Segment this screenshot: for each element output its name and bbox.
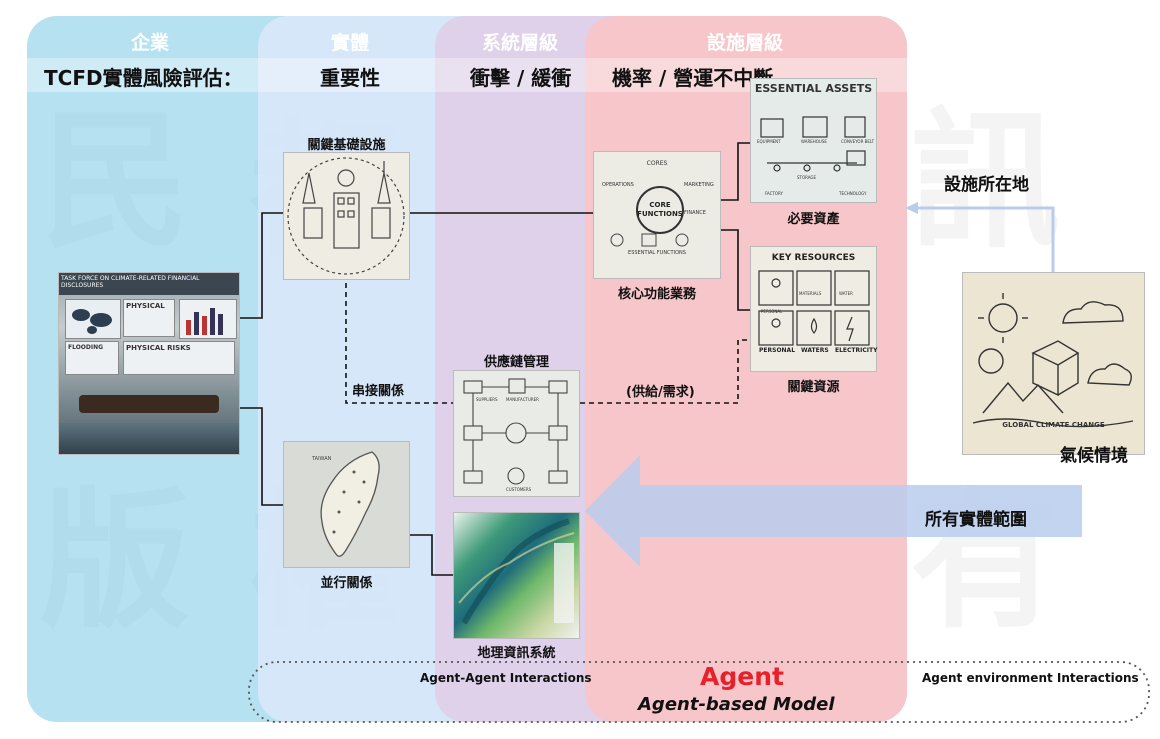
edge-supply-demand	[580, 339, 750, 404]
core-marketing-text: MARKETING	[684, 182, 714, 188]
assets-icons	[760, 116, 866, 172]
assets-factory-text: FACTORY	[765, 191, 783, 196]
column-entity: 實體	[330, 32, 369, 54]
essential-assets-label: 必要資產	[787, 212, 840, 227]
core-operations-text: OPERATIONS	[602, 182, 634, 188]
assets-conveyor-text: CONVEYOR BELT	[841, 139, 875, 144]
core-gear-icons	[610, 233, 689, 247]
enterprise-office-image: TASK FORCE ON CLIMATE-RELATED FINANCIAL …	[58, 272, 240, 455]
supply-chain-icon	[463, 378, 568, 485]
map-taiwan-text: TAIWAN	[312, 456, 332, 462]
agent-agent-label: Agent-Agent Interactions	[420, 671, 592, 685]
edge-enterprise-infra	[240, 212, 283, 319]
core-functions-label: 核心功能業務	[617, 287, 696, 302]
climate-global-text: GLOBAL CLIMATE CHANGE	[1002, 421, 1105, 429]
column-system: 系統層級	[481, 32, 558, 54]
assets-equipment-text: EQUIPMENT	[757, 139, 781, 144]
kr-materials-text: MATERIALS	[799, 291, 822, 296]
column-enterprise: 企業	[130, 32, 169, 54]
taiwan-shape	[320, 451, 380, 557]
kr-water-text: WATER	[839, 291, 853, 296]
core-essential-text: ESSENTIAL FUNCTIONS	[628, 250, 686, 256]
physical-risks-screen: PHYSICAL RISKS	[123, 341, 235, 375]
bar-chart-screen	[179, 299, 237, 339]
impact-heading: 衝擊 / 緩衝	[470, 66, 572, 90]
kr-icons	[758, 270, 870, 346]
climate-scenario-label: 氣候情境	[1060, 446, 1128, 466]
office-banner: TASK FORCE ON CLIMATE-RELATED FINANCIAL …	[59, 273, 239, 295]
taiwan-map-image: TAIWAN	[283, 441, 410, 568]
core-finance-text: FINANCE	[684, 210, 706, 216]
gis-image	[453, 512, 580, 639]
kr-title-text: KEY RESOURCES	[771, 253, 856, 263]
climate-image: GLOBAL CLIMATE CHANGE	[962, 272, 1145, 455]
edge-serial	[345, 283, 453, 404]
facility-location-label: 設施所在地	[944, 175, 1029, 195]
conference-table	[79, 395, 219, 413]
all-entities-arrow	[585, 455, 1082, 567]
core-functions-image: CORES CORE FUNCTIONS OPERATIONS MARKETIN…	[593, 151, 721, 279]
physical-screen: PHYSICAL	[123, 299, 175, 337]
key-resources-label: 關鍵資源	[787, 380, 840, 395]
assets-technology-text: TECHNOLOGY	[839, 191, 867, 196]
kr-waters-text: WATERS	[801, 347, 829, 354]
agent-model-label: Agent-based Model	[638, 694, 835, 715]
edge-map-gis	[410, 534, 453, 576]
assets-title-text: ESSENTIAL ASSETS	[754, 82, 873, 95]
assets-storage-text: STORAGE	[797, 175, 817, 180]
all-entities-label: 所有實體範圍	[925, 510, 1027, 530]
critical-infra-image	[283, 152, 410, 280]
supply-chain-label: 供應鏈管理	[483, 355, 549, 370]
infra-icon	[287, 157, 405, 275]
essential-assets-image: ESSENTIAL ASSETS EQUIPMENT WAREHOUSE CON…	[750, 78, 877, 203]
flooding-screen: FLOODING	[65, 341, 119, 375]
edge-core-assets	[721, 142, 750, 201]
kr-electricity-text: ELECTRICITY	[835, 347, 878, 354]
agent-environment-label: Agent environment Interactions	[922, 671, 1139, 685]
world-map-screen	[65, 299, 121, 339]
critical-infra-label: 關鍵基礎設施	[307, 138, 386, 153]
column-facility: 設施層級	[706, 32, 783, 54]
gis-terrain	[458, 518, 575, 625]
watermark: 訊	[910, 93, 1061, 269]
edge-core-resources	[721, 229, 750, 311]
core-title-text: CORE FUNCTIONS	[636, 186, 684, 234]
edge-enterprise-map	[240, 407, 283, 506]
assets-warehouse-text: WAREHOUSE	[801, 139, 827, 144]
sc-customers-text: CUSTOMERS	[506, 487, 532, 492]
parallel-relation-label: 並行關係	[320, 576, 373, 591]
tcfd-heading: TCFD實體風險評估：	[44, 66, 243, 90]
serial-relation-label: 串接關係	[352, 384, 405, 399]
climate-icons	[972, 293, 1134, 428]
agent-model-frame	[248, 661, 1150, 723]
kr-personal-small-text: PERSONAL	[761, 309, 783, 314]
supply-demand-label: (供給/需求)	[626, 385, 695, 400]
agent-title: Agent	[700, 662, 784, 691]
sc-manufacturer-text: MANUFACTURER	[506, 397, 539, 402]
supply-chain-image: SUPPLIERS MANUFACTURER CUSTOMERS	[453, 370, 580, 497]
probability-heading: 機率 / 營運不中斷	[612, 66, 774, 90]
importance-heading: 重要性	[320, 66, 380, 90]
core-cores-text: CORES	[646, 160, 668, 167]
kr-personal-text: PERSONAL	[759, 347, 796, 354]
facility-location-arrow	[915, 206, 1055, 273]
key-resources-image: KEY RESOURCES MATERIALS WATER PERSONAL P…	[750, 246, 877, 372]
gis-label: 地理資訊系統	[477, 646, 556, 661]
flood-water	[59, 423, 239, 454]
sc-supplier-text: SUPPLIERS	[476, 397, 498, 402]
